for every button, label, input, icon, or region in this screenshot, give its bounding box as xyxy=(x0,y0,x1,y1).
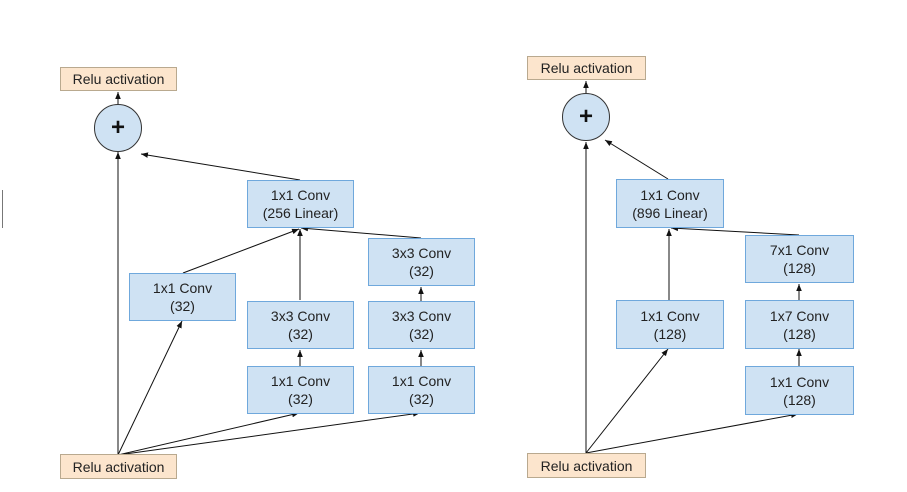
arrow-branch1-to-proj-left xyxy=(182,228,300,274)
relu-label: Relu activation xyxy=(540,60,633,76)
conv-label: 1x1 Conv xyxy=(640,307,700,324)
arrow-relu-to-branch2-right xyxy=(585,412,799,454)
right-branch2-bottom-conv-box: 1x1 Conv (128) xyxy=(745,366,854,415)
conv-param: (32) xyxy=(288,391,313,407)
arrow-proj-to-plus-left xyxy=(140,152,301,181)
conv-label: 1x1 Conv xyxy=(769,373,830,390)
arrow-relu-to-branch1-right xyxy=(585,348,669,454)
arrow-relu-to-branch3-left xyxy=(117,411,421,456)
arrow-branch3-to-proj-left xyxy=(300,225,422,239)
conv-label: 3x3 Conv xyxy=(270,308,331,324)
conv-param: (128) xyxy=(783,260,816,276)
left-relu-activation-bottom: Relu activation xyxy=(60,454,177,479)
right-branch1-conv-box: 1x1 Conv (128) xyxy=(616,300,724,349)
left-branch1-conv-box: 1x1 Conv (32) xyxy=(129,273,236,321)
relu-label: Relu activation xyxy=(72,458,165,475)
conv-param: (32) xyxy=(409,326,434,342)
conv-label: 3x3 Conv xyxy=(391,245,452,261)
conv-param: (256 Linear) xyxy=(262,205,339,221)
conv-param: (128) xyxy=(783,391,816,408)
plus-icon: + xyxy=(578,103,593,130)
arrow-branch2-to-proj-right xyxy=(670,225,800,236)
plus-icon: + xyxy=(110,114,125,141)
right-branch2-mid-conv-box: 1x7 Conv (128) xyxy=(745,300,854,349)
conv-label: 1x1 Conv xyxy=(152,280,213,296)
conv-label: 1x1 Conv xyxy=(270,373,331,389)
conv-param: (32) xyxy=(288,326,313,342)
conv-label: 3x3 Conv xyxy=(391,308,452,324)
arrow-relu-to-branch2-left xyxy=(117,411,300,456)
conv-param: (896 Linear) xyxy=(632,204,708,221)
conv-param: (32) xyxy=(409,391,434,407)
conv-param: (128) xyxy=(653,325,687,342)
right-proj-conv-box: 1x1 Conv (896 Linear) xyxy=(616,179,724,228)
arrow-proj-to-plus-right xyxy=(604,139,669,180)
conv-param: (32) xyxy=(409,263,434,279)
right-relu-activation-bottom: Relu activation xyxy=(527,453,646,478)
relu-label: Relu activation xyxy=(72,71,165,87)
left-branch3-top-conv-box: 3x3 Conv (32) xyxy=(368,238,475,286)
conv-label: 1x1 Conv xyxy=(391,373,452,389)
left-relu-activation-top: Relu activation xyxy=(60,67,177,91)
left-proj-conv-box: 1x1 Conv (256 Linear) xyxy=(247,180,354,228)
right-branch2-top-conv-box: 7x1 Conv (128) xyxy=(745,235,854,283)
relu-label: Relu activation xyxy=(540,457,633,474)
conv-label: 1x7 Conv xyxy=(769,307,830,324)
conv-param: (128) xyxy=(783,325,816,342)
left-branch2-bottom-conv-box: 1x1 Conv (32) xyxy=(247,366,354,414)
conv-param: (32) xyxy=(170,298,195,314)
conv-label: 1x1 Conv xyxy=(270,187,331,203)
left-add-node: + xyxy=(94,104,142,152)
right-relu-activation-top: Relu activation xyxy=(527,56,646,80)
conv-label: 1x1 Conv xyxy=(640,186,700,203)
edge-mark xyxy=(2,190,3,228)
right-add-node: + xyxy=(562,93,610,141)
left-branch3-bottom-conv-box: 1x1 Conv (32) xyxy=(368,366,475,414)
left-branch3-mid-conv-box: 3x3 Conv (32) xyxy=(368,301,475,349)
left-branch2-top-conv-box: 3x3 Conv (32) xyxy=(247,301,354,349)
conv-label: 7x1 Conv xyxy=(769,242,830,258)
arrow-relu-to-branch1-left xyxy=(117,320,183,456)
